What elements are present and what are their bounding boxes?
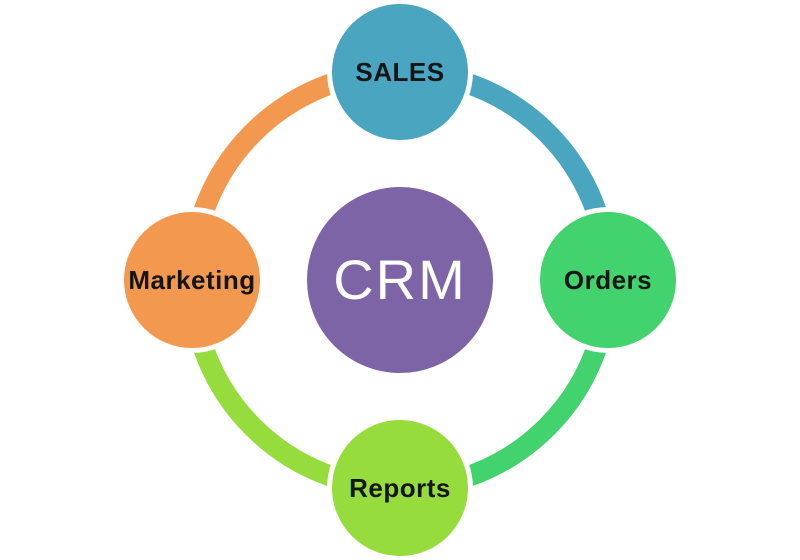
node-marketing: Marketing [119,207,265,353]
node-reports: Reports [327,415,473,560]
node-reports-label: Reports [349,473,451,503]
node-sales-label: SALES [355,57,445,87]
node-orders: Orders [535,207,681,353]
node-sales: SALES [327,0,473,145]
node-crm: CRM [302,182,498,378]
node-orders-label: Orders [563,265,653,295]
node-crm-label: CRM [333,248,467,311]
node-marketing-label: Marketing [128,265,256,295]
